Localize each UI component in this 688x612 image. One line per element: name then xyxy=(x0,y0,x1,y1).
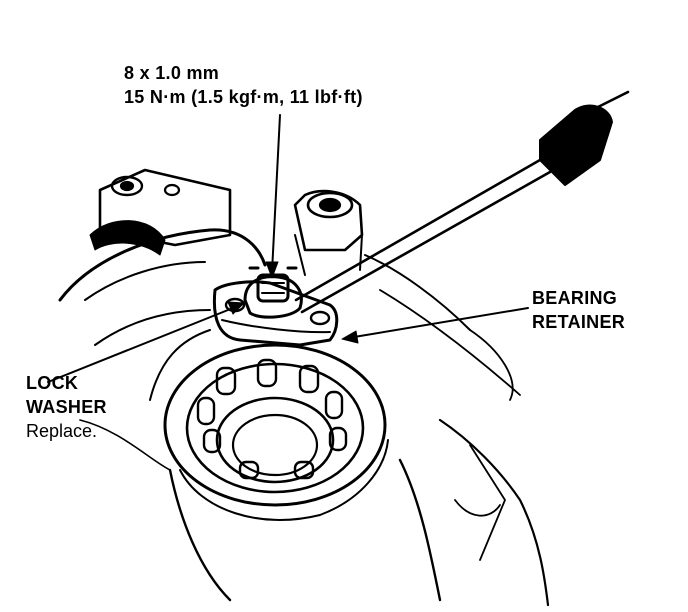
bolt-leader-line xyxy=(271,114,281,273)
bolt-torque-label: 15 N·m (1.5 kgf·m, 11 lbf·ft) xyxy=(124,87,363,107)
retainer-leader-arrow xyxy=(341,330,359,344)
screwdriver-shaft xyxy=(294,158,552,314)
bolt-leader-arrow xyxy=(265,261,279,279)
lock-washer xyxy=(243,275,303,319)
lock-washer-label-line2: WASHER xyxy=(26,397,107,417)
bearing-retainer-label-line1: BEARING xyxy=(532,288,618,308)
screwdriver-handle xyxy=(539,104,613,186)
bearing-retainer-label-line2: RETAINER xyxy=(532,312,626,332)
washer-leader-line xyxy=(47,305,239,383)
bolt-size-label: 8 x 1.0 mm xyxy=(124,63,220,83)
lock-washer-label-line1: LOCK xyxy=(26,373,79,393)
retainer-leader-line xyxy=(347,307,529,339)
bearing-retainer-plate xyxy=(212,280,339,347)
lower-casing xyxy=(168,458,442,602)
lock-washer-replace-note: Replace. xyxy=(26,421,98,441)
washer-leader-arrow xyxy=(227,301,245,315)
bearing-inner-race xyxy=(215,396,335,484)
bearing-bore-outer xyxy=(163,343,387,507)
housing-outline xyxy=(58,228,267,302)
